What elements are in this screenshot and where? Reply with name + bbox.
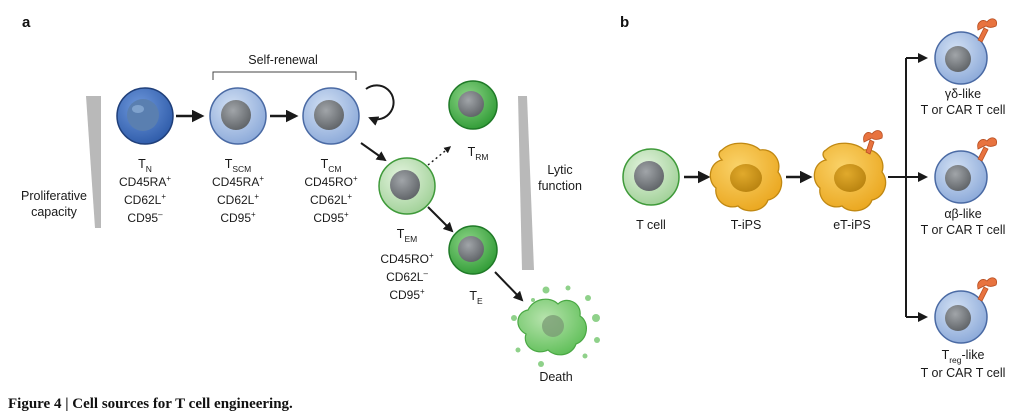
tcm-marker-cd95: CD95+ — [313, 210, 349, 225]
tem-cell — [378, 157, 436, 215]
tn-marker-cd95: CD95– — [127, 210, 163, 225]
tcm-markers: CD45RO+ CD62L+ CD95+ — [304, 174, 358, 225]
proliferative-wedge — [86, 96, 101, 228]
trm-label: TRM — [468, 145, 489, 162]
tn-marker-cd45ra: CD45RA+ — [119, 174, 171, 189]
tem-label: TEM — [397, 227, 417, 244]
self-renewal-loop-arrow — [365, 84, 395, 126]
et-ips-cell — [813, 142, 887, 212]
tem-markers: CD45RO+ CD62L– CD95+ — [380, 251, 434, 302]
panel-a-label: a — [22, 14, 31, 31]
te-cell — [448, 225, 498, 275]
self-renewal-bracket — [212, 71, 357, 80]
trm-cell — [448, 80, 498, 130]
t-cell-label: T cell — [636, 218, 666, 232]
tn-marker-cd62l: CD62L+ — [124, 192, 166, 207]
gd-like-label-1: γδ-like — [945, 87, 981, 101]
tscm-marker-cd62l: CD62L+ — [217, 192, 259, 207]
te-label: TE — [469, 289, 483, 306]
arrow-tem-te — [427, 206, 454, 233]
tn-label: TN — [138, 157, 152, 174]
tscm-label: TSCM — [225, 157, 252, 174]
proliferative-label-2: capacity — [31, 205, 78, 219]
tscm-marker-cd45ra: CD45RA+ — [212, 174, 264, 189]
tem-marker-cd95: CD95+ — [389, 287, 425, 302]
tscm-markers: CD45RA+ CD62L+ CD95+ — [212, 174, 264, 225]
tcm-marker-cd45ro: CD45RO+ — [304, 174, 358, 189]
arrow-tcm-tem — [360, 142, 387, 162]
lytic-label-1: Lytic — [547, 163, 572, 177]
gd-like-cell — [934, 18, 998, 85]
proliferative-label-1: Proliferative — [21, 189, 87, 203]
tn-markers: CD45RA+ CD62L+ CD95– — [119, 174, 171, 225]
self-renewal-label: Self-renewal — [248, 53, 317, 67]
treg-like-label-1: Treg-like — [942, 348, 985, 365]
arrow-te-death — [494, 271, 524, 302]
panel-b-label: b — [620, 14, 629, 31]
t-ips-label: T-iPS — [731, 218, 762, 232]
tcm-marker-cd62l: CD62L+ — [310, 192, 352, 207]
dying-cell — [511, 285, 600, 367]
t-ips-cell — [709, 142, 783, 212]
tem-marker-cd62l: CD62L– — [386, 269, 428, 284]
figure-caption: Figure 4 | Cell sources for T cell engin… — [8, 396, 293, 412]
tcm-label: TCM — [321, 157, 342, 174]
et-ips-label: eT-iPS — [833, 218, 871, 232]
ab-like-cell — [934, 137, 998, 204]
t-cell-b — [622, 148, 680, 206]
ab-like-label-2: T or CAR T cell — [921, 223, 1006, 237]
tn-cell — [116, 87, 174, 145]
lytic-wedge — [518, 96, 534, 270]
tcm-cell — [302, 87, 360, 145]
tem-marker-cd45ro: CD45RO+ — [380, 251, 434, 266]
death-label: Death — [539, 370, 572, 384]
gd-like-label-2: T or CAR T cell — [921, 103, 1006, 117]
arrow-tem-trm — [427, 146, 452, 166]
et-ips-receptor — [863, 130, 883, 155]
tscm-cell — [209, 87, 267, 145]
tscm-marker-cd95: CD95+ — [220, 210, 256, 225]
lytic-label-2: function — [538, 179, 582, 193]
treg-like-cell — [934, 277, 998, 344]
treg-like-label-2: T or CAR T cell — [921, 366, 1006, 380]
ab-like-label-1: αβ-like — [944, 207, 981, 221]
